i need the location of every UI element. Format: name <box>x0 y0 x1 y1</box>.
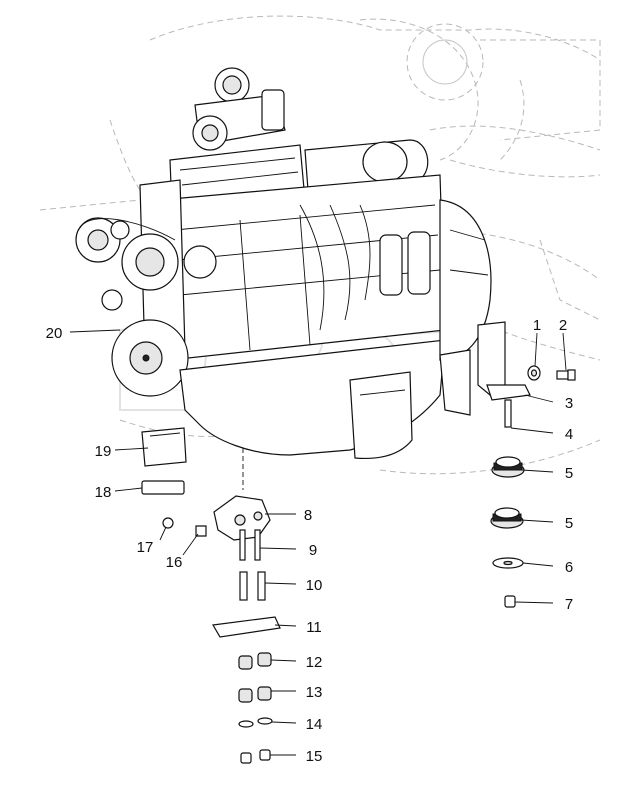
callout-17: 17 <box>137 539 154 556</box>
callout-12: 12 <box>306 654 323 671</box>
callout-15: 15 <box>306 748 323 765</box>
callout-9: 9 <box>309 542 317 559</box>
callout-8: 8 <box>304 507 312 524</box>
callout-1: 1 <box>533 317 541 334</box>
engine-assembly <box>75 67 506 460</box>
callout-18: 18 <box>95 484 112 501</box>
callout-10: 10 <box>306 577 323 594</box>
left-mount-parts <box>141 427 281 764</box>
leader-lines <box>69 329 567 756</box>
callout-20: 20 <box>46 325 63 342</box>
callout-2: 2 <box>559 317 567 334</box>
callout-5a: 5 <box>565 465 573 482</box>
right-mount-parts <box>486 365 576 608</box>
callout-11: 11 <box>306 619 322 636</box>
callout-6: 6 <box>565 559 573 576</box>
callout-19: 19 <box>95 443 112 460</box>
callout-3: 3 <box>565 395 573 412</box>
callout-7: 7 <box>565 596 573 613</box>
callout-5b: 5 <box>565 515 573 532</box>
callout-13: 13 <box>306 684 323 701</box>
callout-14: 14 <box>306 716 323 733</box>
callout-4: 4 <box>565 426 573 443</box>
callout-16: 16 <box>166 554 183 571</box>
callout-labels: 1 2 3 4 5 5 6 7 8 9 10 11 12 13 14 15 16… <box>46 317 574 765</box>
